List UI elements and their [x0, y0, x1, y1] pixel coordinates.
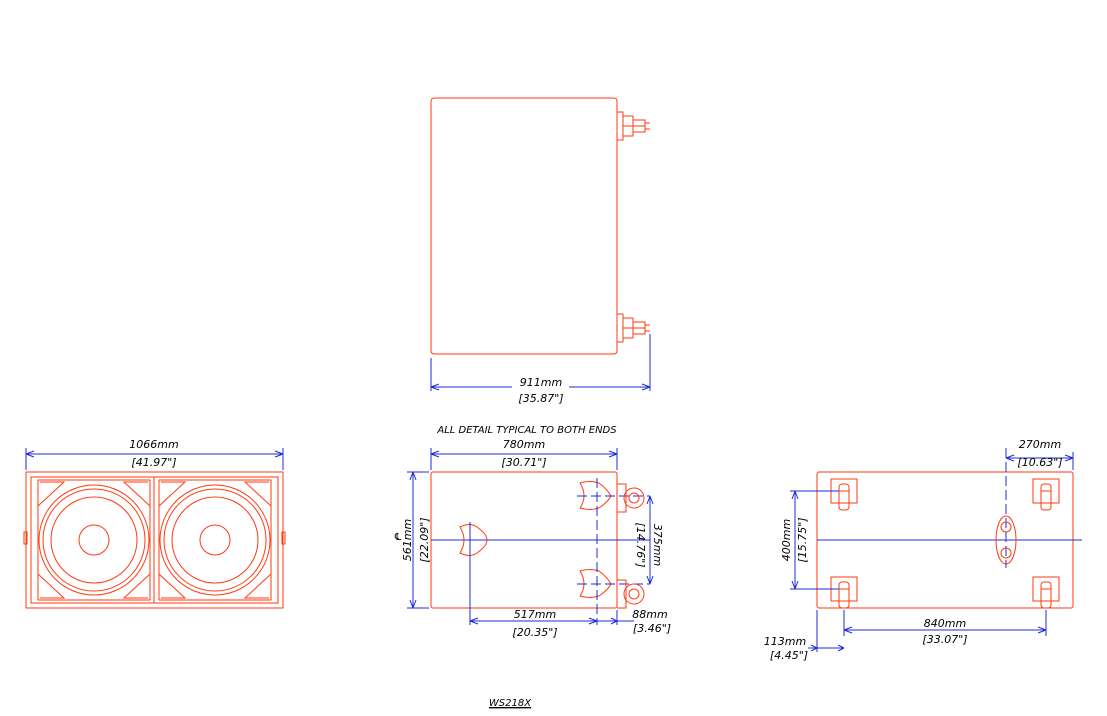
right-driver	[158, 479, 272, 601]
height-in-label: [22.09"]	[418, 517, 431, 562]
caster-bottom-right	[1032, 576, 1060, 609]
height-mm-label: 561mm	[401, 519, 414, 561]
caster-spacing-in-label: [14.76"]	[634, 522, 647, 567]
caster-offset-dimension-line	[597, 610, 634, 625]
bottom-caster-icon	[616, 313, 650, 343]
handle-offset-mm-label: 517mm	[514, 608, 556, 621]
handle-offset-dimension-line	[469, 617, 598, 625]
caster-inset-dimension-line	[808, 610, 845, 652]
caster-y-mm-label: 400mm	[780, 519, 793, 561]
front-view: 1066mm [41.97"]	[23, 438, 286, 609]
width-dimension-line	[25, 448, 284, 470]
caster-x-dimension-line	[1005, 452, 1074, 470]
caster-inset-in-label: [4.45"]	[770, 649, 808, 662]
caster-span-mm-label: 840mm	[924, 617, 966, 630]
width-mm-label: 1066mm	[129, 438, 178, 451]
length-in-label: [30.71"]	[501, 456, 546, 469]
top-caster-icon	[616, 111, 650, 141]
caster-inset-mm-label: 113mm	[764, 635, 806, 648]
upper-caster-wheel	[617, 483, 645, 513]
depth-in-label: [35.87"]	[518, 392, 563, 405]
centerline-mark: ℄	[394, 532, 403, 543]
caster-top-right	[1032, 478, 1060, 511]
caster-top-left	[830, 478, 858, 511]
front-view-cabinet	[25, 471, 284, 609]
caster-x-in-label: [10.63"]	[1017, 456, 1062, 469]
top-view: ALL DETAIL TYPICAL TO BOTH ENDS	[394, 425, 672, 639]
width-in-label: [41.97"]	[131, 456, 176, 469]
caster-span-in-label: [33.07"]	[922, 633, 967, 646]
detail-note: ALL DETAIL TYPICAL TO BOTH ENDS	[436, 425, 617, 436]
caster-span-dimension-line	[843, 610, 1047, 636]
caster-x-mm-label: 270mm	[1019, 438, 1061, 451]
bottom-view: 270mm [10.63"] 400mm [15.75"] 840mm [33.…	[764, 438, 1082, 662]
depth-mm-label: 911mm	[520, 376, 562, 389]
center-plate	[995, 515, 1017, 565]
side-view: 911mm [35.87"]	[430, 97, 651, 405]
depth-dimension-line	[430, 334, 651, 391]
lower-caster-wheel	[617, 579, 645, 609]
caster-y-dimension-line	[790, 490, 839, 590]
left-driver	[37, 479, 151, 601]
caster-spacing-mm-label: 375mm	[651, 524, 664, 566]
caster-y-in-label: [15.75"]	[796, 517, 809, 562]
side-view-cabinet	[430, 97, 618, 355]
length-mm-label: 780mm	[503, 438, 545, 451]
caster-spacing-dimension-line	[646, 495, 654, 585]
height-dimension-line	[407, 471, 429, 609]
handle-offset-in-label: [20.35"]	[512, 626, 557, 639]
caster-offset-mm-label: 88mm	[632, 608, 667, 621]
caster-offset-in-label: [3.46"]	[633, 622, 671, 635]
model-label: WS218X	[489, 698, 532, 709]
length-dimension-line	[430, 448, 618, 470]
caster-bottom-left	[830, 576, 858, 609]
handle-cup	[459, 524, 488, 556]
